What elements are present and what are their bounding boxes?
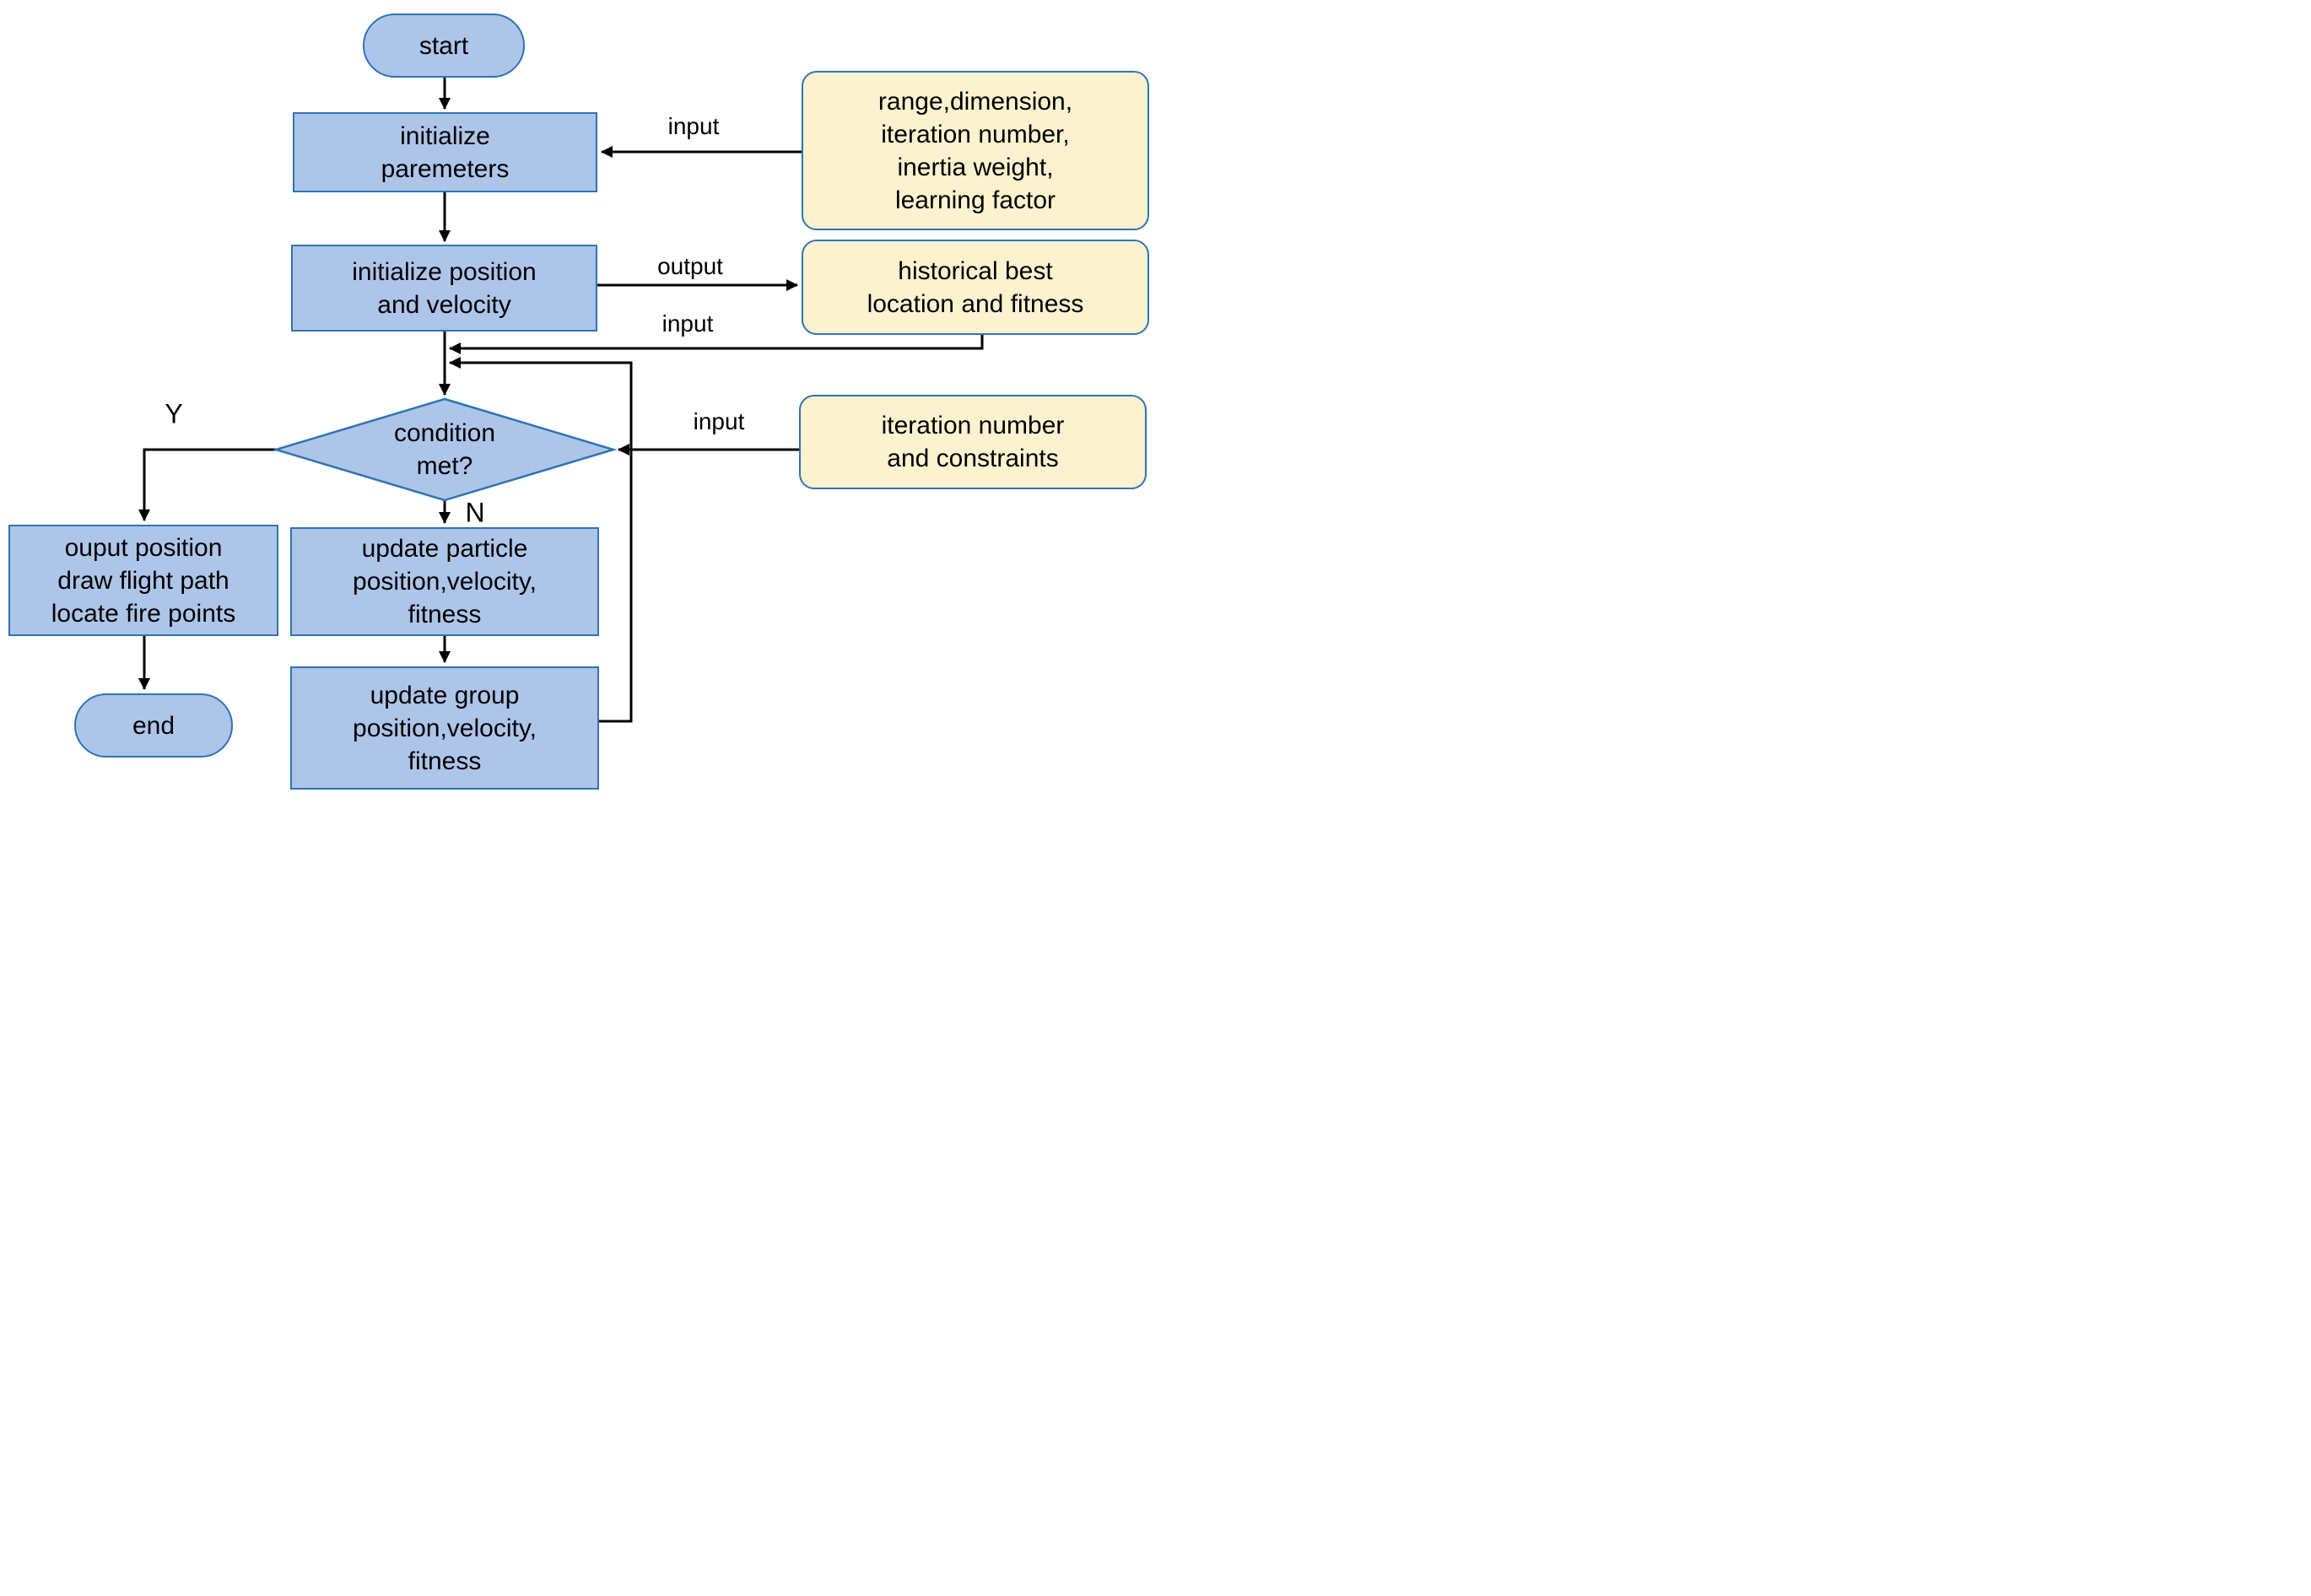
update-group-node: update group position,velocity, fitness [290,666,599,790]
end-node: end [74,693,233,758]
update-particle-node: update particle position,velocity, fitne… [290,527,599,636]
edge-update-group-loopback [449,357,633,723]
input-parameters-label: input [667,113,720,139]
initialize-position-velocity-node: initialize position and velocity [291,245,597,332]
no-branch-label: N [465,497,485,528]
input-iteration-label: input [693,408,745,434]
connector-layer [138,78,984,723]
input-historical-label: input [661,310,714,337]
parameter-input-node: range,dimension, iteration number, inert… [802,71,1149,230]
edge-historical-best-to-mainline [449,335,984,354]
edge-condition-yes-branch [138,448,276,521]
output-historical-label: output [657,253,723,279]
historical-best-node: historical best location and fitness [802,240,1149,335]
flowchart-canvas: start initialize paremeters initialize p… [0,0,1156,798]
condition-diamond [272,397,618,502]
condition-label: condition met? [393,419,496,480]
yes-branch-label: Y [165,398,183,429]
iteration-constraints-node: iteration number and constraints [799,395,1147,489]
output-position-node: ouput position draw flight path locate f… [8,525,278,636]
initialize-parameters-node: initialize paremeters [293,112,597,192]
start-node: start [363,13,525,78]
